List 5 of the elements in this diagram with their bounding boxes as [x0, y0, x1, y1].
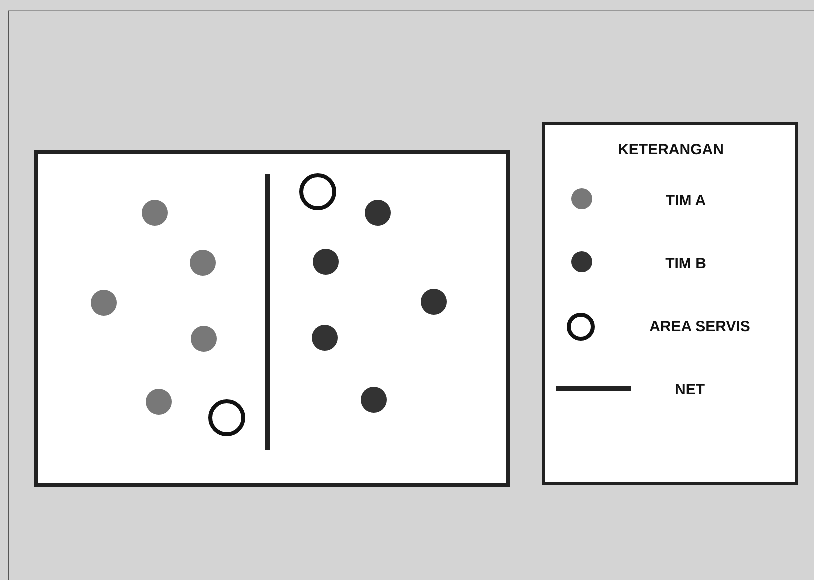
- legend-label: TIM B: [666, 256, 706, 272]
- legend-label: NET: [675, 382, 705, 398]
- legend-label: AREA SERVIS: [650, 318, 750, 336]
- legend-heading: KETERANGAN: [618, 142, 724, 158]
- legend-label: TIM A: [666, 192, 706, 210]
